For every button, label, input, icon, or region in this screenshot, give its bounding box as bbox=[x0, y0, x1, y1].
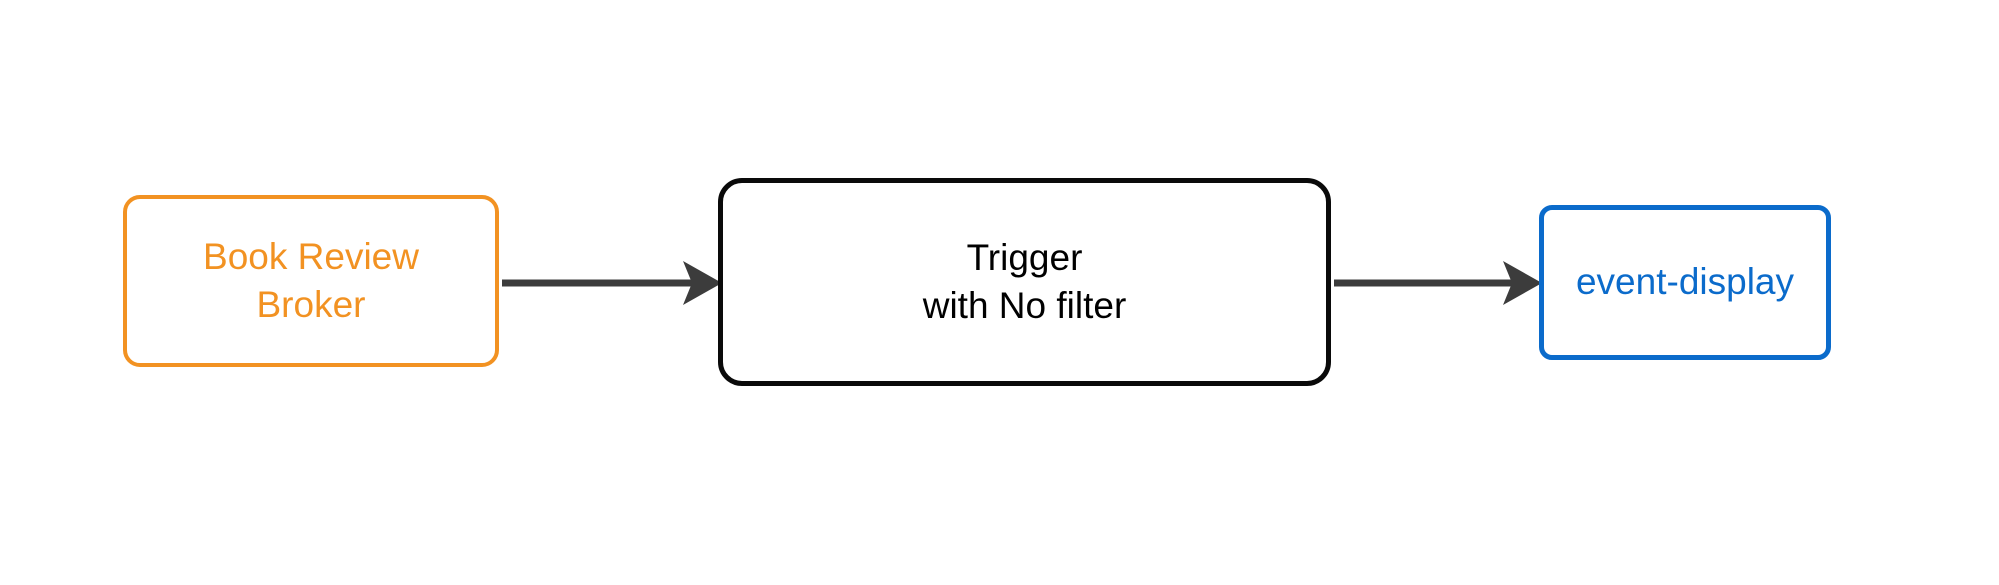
edge-broker-to-trigger bbox=[502, 261, 722, 305]
edge-broker-to-trigger-arrowhead-icon bbox=[683, 261, 722, 305]
node-trigger-label-line1: Trigger bbox=[966, 236, 1083, 278]
node-event-display[interactable]: event-display bbox=[1539, 205, 1831, 360]
node-broker-label-line1: Book Review bbox=[203, 235, 419, 277]
node-event-display-label: event-display bbox=[1575, 261, 1794, 303]
node-broker-label-line2: Broker bbox=[256, 284, 366, 325]
edge-trigger-to-event-display-arrowhead-icon bbox=[1503, 261, 1542, 305]
edge-trigger-to-event-display bbox=[1334, 261, 1542, 305]
node-book-review-broker[interactable]: Book Review Broker bbox=[123, 195, 499, 367]
node-trigger[interactable]: Trigger with No filter bbox=[718, 178, 1331, 386]
node-trigger-label-line2: with No filter bbox=[922, 285, 1127, 326]
